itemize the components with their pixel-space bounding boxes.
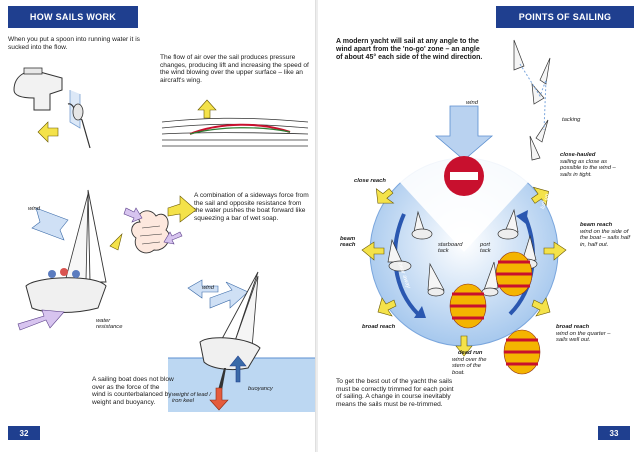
left-page: HOW SAILS WORK When you put a spoon into…	[0, 0, 316, 452]
sailboat-forces-illustration	[17, 189, 123, 331]
page-number-left: 32	[8, 426, 40, 440]
close-reach-label: close reach	[354, 178, 386, 184]
outro-text: To get the best out of the yacht the sai…	[336, 378, 454, 408]
points-of-sailing-diagram	[361, 39, 567, 375]
airflow-text: The flow of air over the sail produces p…	[160, 54, 309, 84]
beam-reach-title: beam reach	[580, 222, 613, 228]
left-page-header: HOW SAILS WORK	[8, 6, 138, 28]
wind-label: wind	[466, 100, 478, 106]
airflow-diagram	[161, 99, 309, 147]
right-page: POINTS OF SAILING A modern yacht will sa…	[318, 0, 640, 452]
starboard-tack-label: starboard tack	[438, 242, 463, 255]
tap-spoon-illustration	[13, 67, 91, 149]
close-hauled-desc: sailing as close as possible to the wind…	[560, 159, 616, 178]
spoon-text: When you put a spoon into running water …	[8, 36, 140, 51]
buoyancy-label: buoyancy	[248, 386, 273, 392]
port-tack-label: port tack	[480, 242, 491, 255]
balance-text: A sailing boat does not blow over as the…	[92, 376, 174, 406]
soap-text: A combination of a sideways force from t…	[194, 192, 309, 222]
water-resistance-label: water resistance	[96, 318, 123, 331]
tacking-label: tacking	[562, 117, 581, 123]
close-hauled-title: close-hauled	[560, 152, 596, 158]
dead-run-title: dead run	[458, 350, 483, 356]
weight-label: weight of lead / iron keel	[172, 392, 211, 405]
broad-reach-left-label: broad reach	[362, 324, 396, 330]
beam-reach-left-label: beam reach	[340, 236, 356, 249]
right-page-header: POINTS OF SAILING	[496, 6, 634, 28]
dead-run-desc: wind over the stern of the boat.	[452, 357, 487, 376]
page-number-right: 33	[598, 426, 630, 440]
broad-reach-desc: wind on the quarter – sails well out.	[556, 331, 611, 344]
intro-text: A modern yacht will sail at any angle to…	[336, 38, 483, 62]
hands-soap-illustration	[123, 195, 197, 254]
beam-reach-desc: wind on the side of the boat – sails hal…	[580, 229, 630, 248]
broad-reach-title: broad reach	[556, 324, 590, 330]
wind-label-2: wind	[202, 285, 214, 291]
wind-label-1: wind	[28, 206, 40, 212]
heeling-boat-illustration	[168, 271, 316, 412]
book-gutter	[315, 0, 319, 452]
